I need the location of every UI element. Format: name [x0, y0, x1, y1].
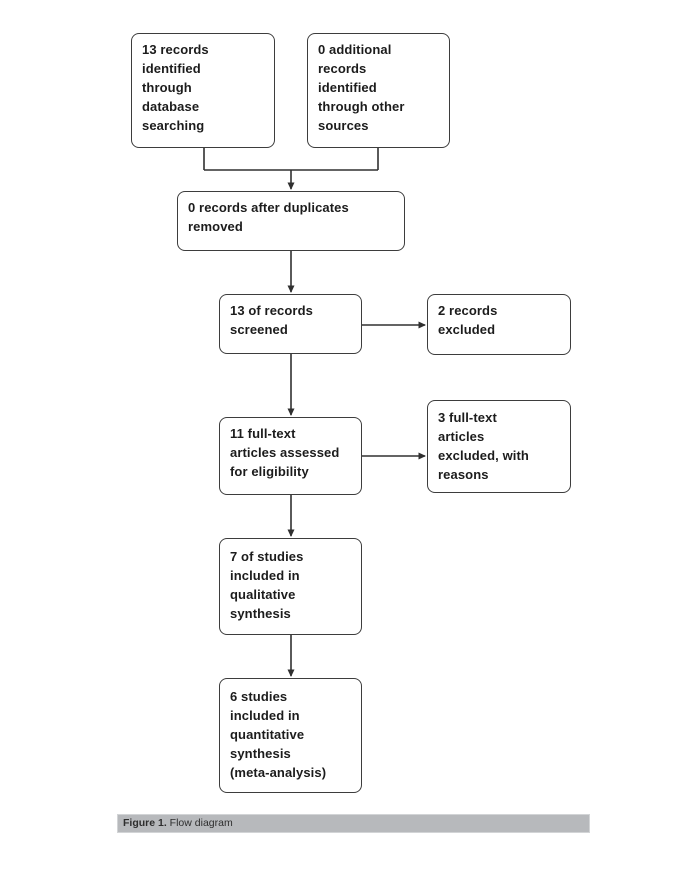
- flow-box-quantitative-synthesis: 6 studies included in quantitative synth…: [219, 678, 362, 793]
- flow-box-qualitative-synthesis: 7 of studies included in qualitative syn…: [219, 538, 362, 635]
- flow-box-fulltext-excluded: 3 full-text articles excluded, with reas…: [427, 400, 571, 493]
- figure-caption-text: Flow diagram: [166, 817, 233, 829]
- flow-box-records-excluded: 2 records excluded: [427, 294, 571, 355]
- figure-caption: Figure 1. Flow diagram: [117, 814, 590, 833]
- flow-box-records-identified-database: 13 records identified through database s…: [131, 33, 275, 148]
- flow-box-records-after-duplicates: 0 records after duplicates removed: [177, 191, 405, 251]
- flow-box-records-identified-other-sources: 0 additional records identified through …: [307, 33, 450, 148]
- flow-box-fulltext-assessed: 11 full-text articles assessed for eligi…: [219, 417, 362, 495]
- flow-box-records-screened: 13 of records screened: [219, 294, 362, 354]
- figure-caption-label: Figure 1.: [123, 817, 167, 829]
